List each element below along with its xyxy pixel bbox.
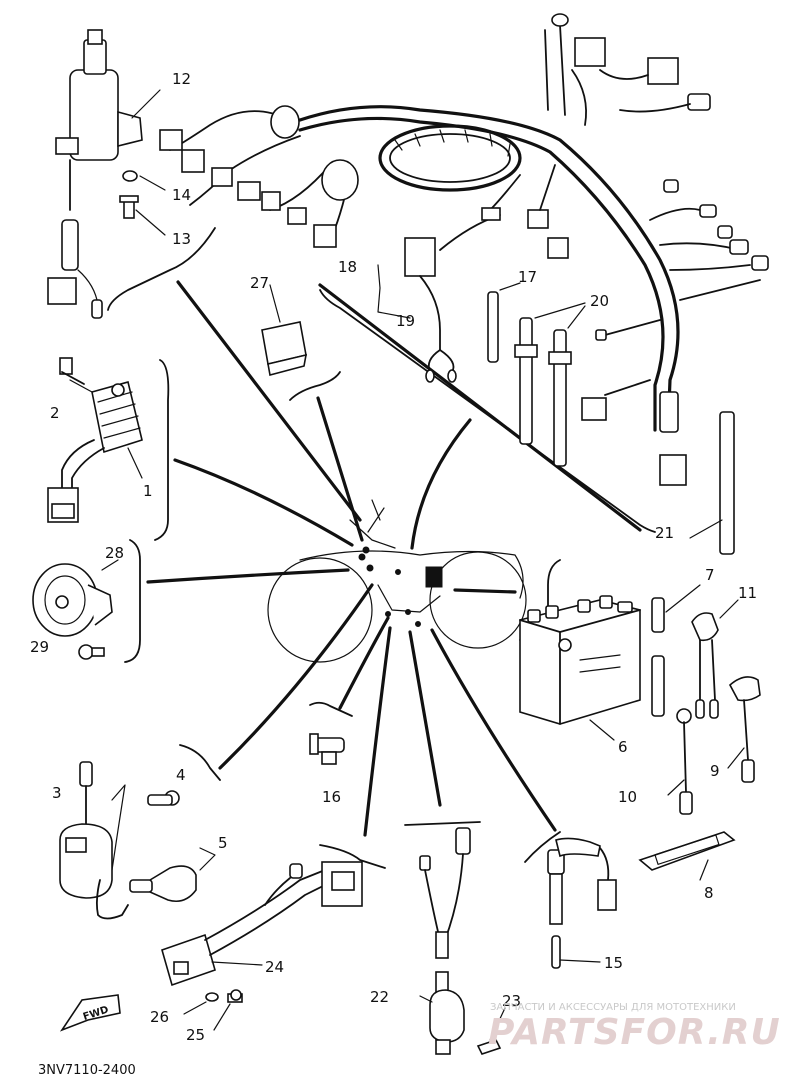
- wire-harness: [159, 13, 769, 486]
- callout-4: 4: [176, 766, 186, 784]
- callout-19: 19: [396, 312, 415, 330]
- neutral-switch: [309, 733, 345, 765]
- leader-lines: [146, 280, 642, 837]
- callout-5: 5: [218, 834, 228, 852]
- callout-17: 17: [518, 268, 537, 286]
- callout-7: 7: [705, 566, 715, 584]
- callout-22: 22: [370, 988, 389, 1006]
- callout-12: 12: [172, 70, 191, 88]
- battery-assembly: [519, 584, 761, 881]
- callout-6: 6: [618, 738, 628, 756]
- rectifier-regulator: [47, 357, 143, 523]
- callout-16: 16: [322, 788, 341, 806]
- callout-9: 9: [710, 762, 720, 780]
- watermark: ЗАПЧАСТИ И АКСЕССУАРЫ ДЛЯ МОТОТЕХНИКИ PA…: [488, 1002, 781, 1053]
- callout-29: 29: [30, 638, 49, 656]
- callout-1: 1: [143, 482, 153, 500]
- starter-relay-assembly: [419, 827, 506, 1055]
- callout-20: 20: [590, 292, 609, 310]
- callout-11: 11: [738, 584, 757, 602]
- sub-harness: [377, 207, 501, 383]
- motorcycle-silhouette: [267, 499, 527, 663]
- watermark-tagline: ЗАПЧАСТИ И АКСЕССУАРЫ ДЛЯ МОТОТЕХНИКИ: [490, 1002, 736, 1013]
- main-switch-assembly: [47, 29, 166, 319]
- callout-18: 18: [338, 258, 357, 276]
- callout-28: 28: [105, 544, 124, 562]
- callout-13: 13: [172, 230, 191, 248]
- ignition-coil-assembly: [59, 761, 216, 920]
- callout-14: 14: [172, 186, 191, 204]
- callout-21: 21: [655, 524, 674, 542]
- horn: [32, 559, 119, 660]
- callout-25: 25: [186, 1026, 205, 1044]
- callout-24: 24: [265, 958, 284, 976]
- callout-8: 8: [704, 884, 714, 902]
- drawing-code: 3NV7110-2400: [38, 1063, 136, 1078]
- callout-23: 23: [502, 992, 521, 1010]
- callout-26: 26: [150, 1008, 169, 1026]
- relay: [261, 284, 308, 376]
- group-brackets: [107, 227, 656, 869]
- watermark-brand: PARTSFOR.RU: [488, 1012, 781, 1053]
- callout-2: 2: [50, 404, 60, 422]
- callout-10: 10: [618, 788, 637, 806]
- callout-15: 15: [604, 954, 623, 972]
- callout-3: 3: [52, 784, 62, 802]
- sensor-lead-assembly: [547, 837, 617, 969]
- cdi-unit-assembly: [161, 861, 363, 1031]
- callout-numbers: 12 14 13 27 18 19 17 20 2 1 21 28 29 7 1…: [30, 70, 757, 1044]
- cable-ties: [487, 282, 735, 555]
- fwd-arrow-icon: FWD: [59, 994, 121, 1032]
- callout-27: 27: [250, 274, 269, 292]
